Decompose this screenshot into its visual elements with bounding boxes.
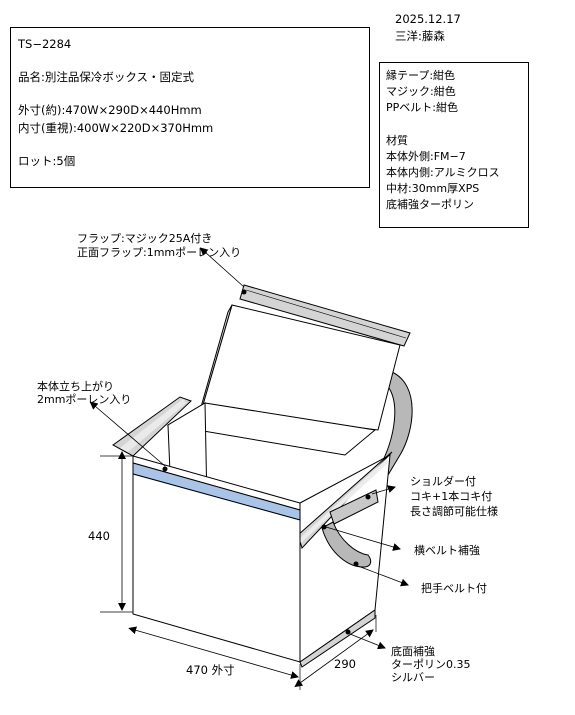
dim-depth: 290 — [334, 657, 356, 671]
material-line: 底補強ターポリン — [386, 198, 474, 211]
product-code: TS−2284 — [18, 37, 72, 51]
material-line: 材質 — [386, 134, 408, 147]
outer-dimensions: 外寸(約):470W×290D×440Hmm — [18, 103, 202, 117]
material-line: 本体外側:FM−7 — [386, 150, 466, 163]
callout-bottom-3: シルバー — [391, 671, 435, 684]
product-name: 品名:別注品保冷ボックス・固定式 — [18, 70, 195, 84]
callout-flap-2: 正面フラップ:1mmポーレン入り — [77, 246, 242, 259]
callout-shoulder-1: ショルダー付 — [410, 475, 476, 488]
material-line: 中材:30mm厚XPS — [386, 182, 480, 195]
inner-dimensions: 内寸(重視):400W×220D×370Hmm — [18, 121, 214, 135]
material-line: PPベルト:紺色 — [386, 101, 458, 114]
callout-rim-1: 本体立ち上がり — [37, 380, 114, 393]
callout-shoulder-2: コキ+1本コキ付 — [410, 490, 493, 503]
callout-side-belt: 横ベルト補強 — [414, 544, 480, 557]
date-text: 2025.12.17 — [395, 12, 461, 26]
callout-bottom-1: 底面補強 — [391, 645, 435, 658]
dim-width: 470 外寸 — [186, 663, 235, 677]
material-line: 縁テープ:紺色 — [386, 69, 456, 82]
lot-size: ロット:5個 — [18, 154, 76, 168]
material-line: 本体内側:アルミクロス — [386, 166, 500, 179]
callout-shoulder-3: 長さ調節可能仕様 — [410, 505, 498, 518]
author-text: 三洋:藤森 — [395, 29, 445, 43]
dim-height: 440 — [88, 529, 110, 543]
callout-handle: 把手ベルト付 — [421, 582, 487, 595]
lid-rim-strip — [239, 284, 411, 347]
callout-bottom-2: ターポリン0.35 — [391, 658, 471, 671]
callout-flap-1: フラップ:マジック25A付き — [77, 232, 213, 245]
material-line: マジック:紺色 — [386, 85, 456, 98]
callout-rim-2: 2mmポーレン入り — [37, 393, 132, 406]
handle-belt — [321, 521, 372, 568]
spec-box: TS−2284 品名:別注品保冷ボックス・固定式 外寸(約):470W×290D… — [10, 27, 370, 188]
materials-box: 縁テープ:紺色 マジック:紺色 PPベルト:紺色 材質 本体外側:FM−7 本体… — [379, 62, 529, 228]
